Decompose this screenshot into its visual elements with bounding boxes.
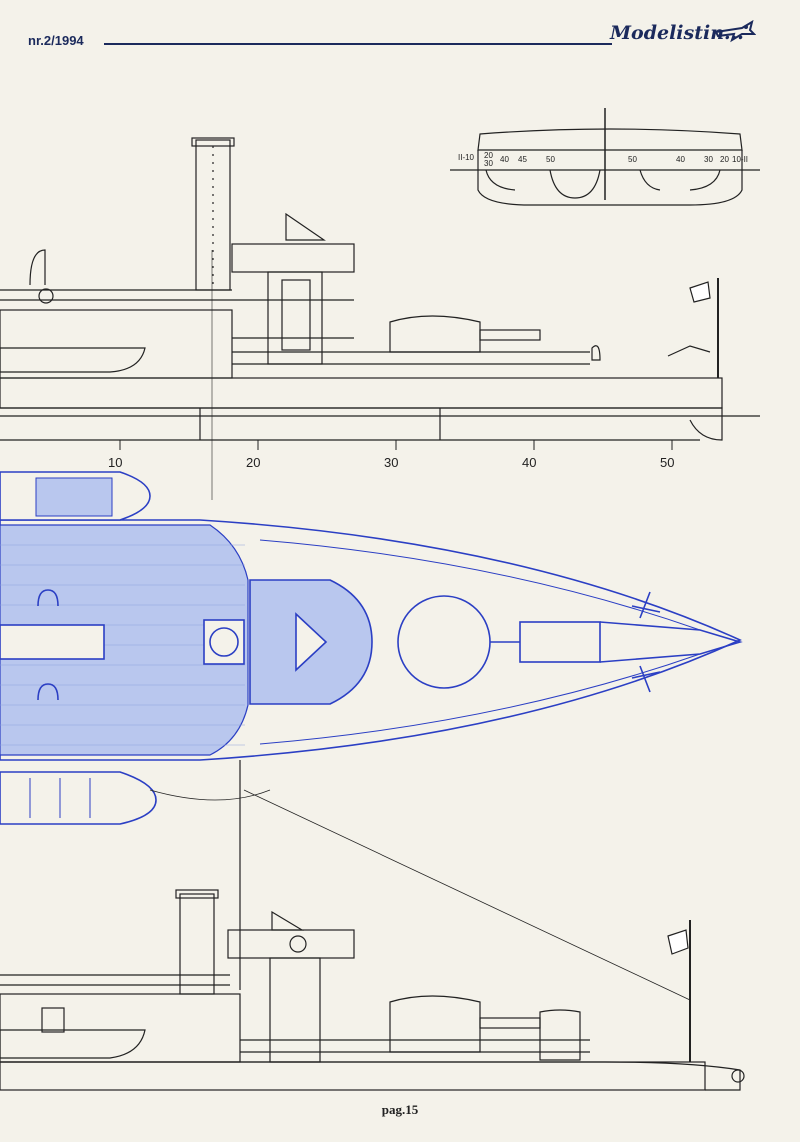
section-label-i: 20 bbox=[720, 155, 729, 164]
scale-label-10: 10 bbox=[108, 455, 122, 470]
side-elevation-upper bbox=[0, 137, 760, 500]
section-label-f: 50 bbox=[628, 155, 637, 164]
scale-label-20: 20 bbox=[246, 455, 260, 470]
section-label-right: 10-II bbox=[732, 155, 748, 164]
section-label-h: 30 bbox=[704, 155, 713, 164]
issue-number: nr.2/1994 bbox=[28, 33, 84, 48]
hull-cross-section bbox=[450, 108, 760, 206]
deck-plan-view bbox=[0, 471, 743, 825]
section-label-e: 50 bbox=[546, 155, 555, 164]
magazine-brand: Modelistin... bbox=[610, 22, 744, 44]
section-label-left: II-10 bbox=[458, 153, 475, 162]
scale-label-50: 50 bbox=[660, 455, 674, 470]
scale-label-30: 30 bbox=[384, 455, 398, 470]
section-label-b: 30 bbox=[484, 159, 493, 168]
header-rule bbox=[104, 43, 612, 45]
section-label-a: 20 bbox=[484, 151, 493, 160]
hull-scale bbox=[119, 440, 673, 450]
section-label-d: 45 bbox=[518, 155, 527, 164]
side-elevation-lower bbox=[0, 760, 745, 1091]
section-label-g: 40 bbox=[676, 155, 685, 164]
page-number: pag.15 bbox=[381, 1102, 419, 1117]
section-label-c: 40 bbox=[500, 155, 509, 164]
scale-label-40: 40 bbox=[522, 455, 536, 470]
airplane-icon bbox=[714, 19, 756, 43]
